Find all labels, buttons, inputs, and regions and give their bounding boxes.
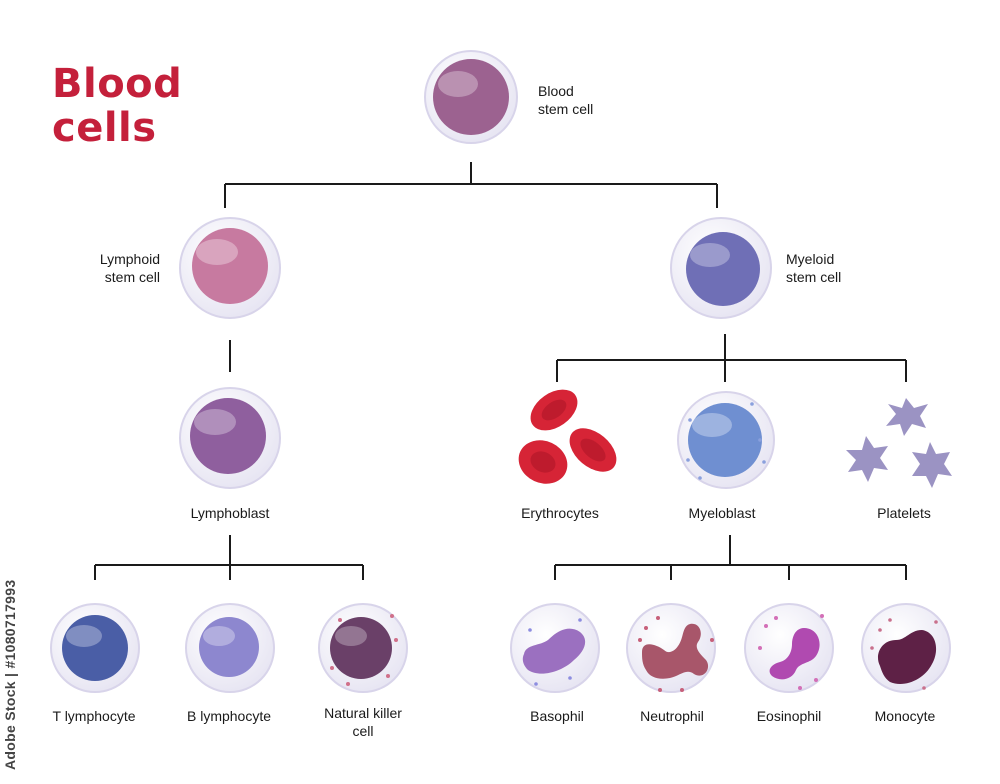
title-line-1: Blood [52,61,183,107]
label-lymphoid-stem-cell: Lymphoid stem cell [99,251,160,285]
lymphoblast-icon [179,387,281,489]
b-lymphocyte-icon [185,603,275,693]
monocyte-icon [861,603,951,693]
label-blood-stem-cell: Blood stem cell [538,83,594,117]
myeloid-stem-cell-icon [670,217,772,319]
eosinophil-icon [744,603,834,693]
label-b-lymphocyte: B lymphocyte [186,708,272,724]
label-neutrophil: Neutrophil [640,708,704,724]
erythrocytes-icon [518,389,617,484]
label-myeloid-stem-cell: Myeloid stem cell [786,251,842,285]
blood-stem-cell-icon [424,50,518,144]
myeloblast-icon [677,391,775,489]
label-basophil: Basophil [530,708,584,724]
neutrophil-icon [626,603,716,693]
label-platelets: Platelets [877,505,931,521]
label-monocyte: Monocyte [874,708,936,724]
label-natural-killer-cell: Natural killer cell [324,705,402,739]
connector-myeloblast [554,535,907,580]
connector-lines [94,162,907,580]
label-erythrocytes: Erythrocytes [521,505,599,521]
lymphoid-stem-cell-icon [179,217,281,319]
connector-lymphoblast [94,535,364,580]
label-eosinophil: Eosinophil [756,708,822,724]
natural-killer-cell-icon [318,603,408,693]
diagram-title: Blood cells [52,62,182,150]
basophil-icon [510,603,600,693]
connector-myeloid [556,334,907,382]
connector-root [224,162,718,208]
t-lymphocyte-icon [50,603,140,693]
stock-credit: Adobe Stock | #1080717993 [2,579,18,770]
label-t-lymphocyte: T lymphocyte [52,708,136,724]
label-myeloblast: Myeloblast [688,505,756,521]
title-line-2: cells [52,105,157,151]
label-lymphoblast: Lymphoblast [190,505,270,521]
platelets-icon [846,398,952,488]
